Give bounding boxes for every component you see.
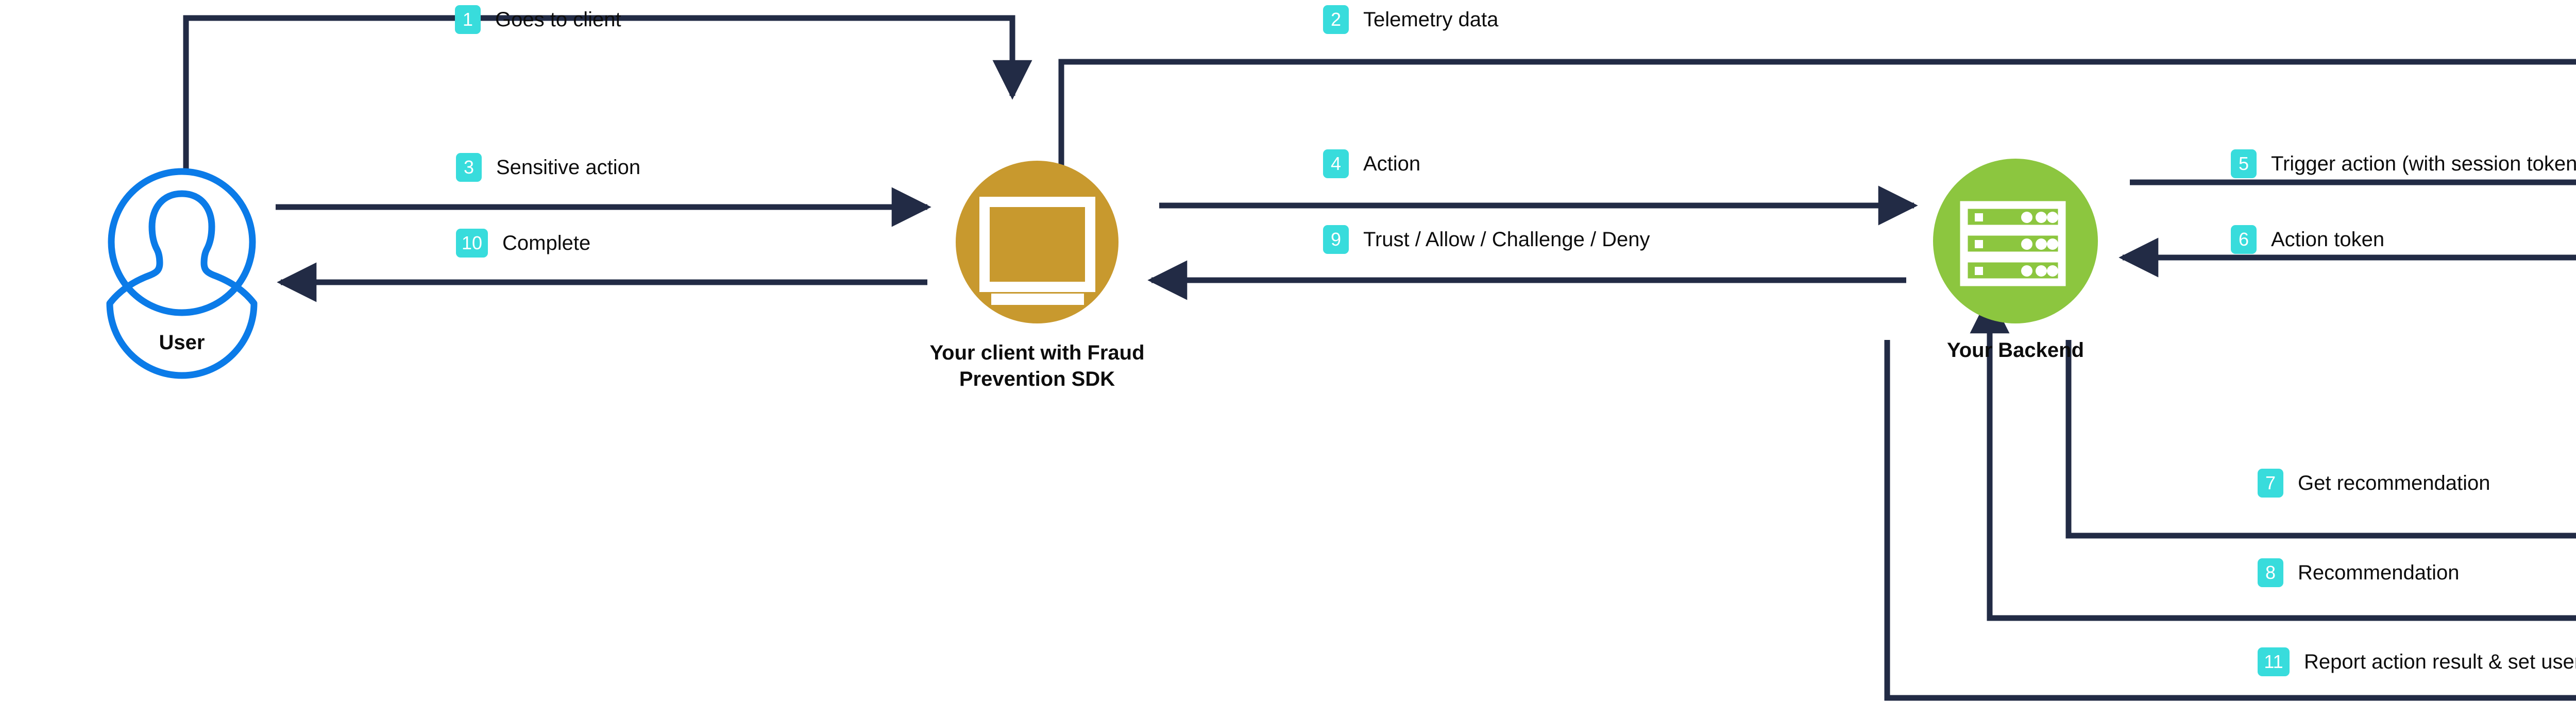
step-10-badge: 10 (456, 229, 488, 258)
step-6-badge: 6 (2231, 225, 2257, 254)
step-6-label: Action token (2271, 228, 2385, 251)
step-3-label: Sensitive action (496, 156, 641, 179)
step-10-label: Complete (502, 231, 591, 254)
step-7: 7 Get recommendation (2258, 469, 2490, 498)
step-9-badge: 9 (1323, 225, 1349, 254)
step-4-label: Action (1363, 152, 1421, 175)
step-11-label: Report action result & set user (2304, 650, 2576, 673)
step-1: 1 Goes to client (455, 5, 621, 34)
step-1-label: Goes to client (495, 8, 621, 31)
step-9-label: Trust / Allow / Challenge / Deny (1363, 228, 1650, 251)
step-8-label: Recommendation (2298, 561, 2460, 584)
step-8-badge: 8 (2258, 558, 2283, 587)
step-4-badge: 4 (1323, 149, 1349, 178)
node-label-client: Your client with Fraud Prevention SDK (929, 341, 1145, 391)
step-7-label: Get recommendation (2298, 471, 2490, 494)
user-avatar-icon (106, 168, 258, 379)
step-9: 9 Trust / Allow / Challenge / Deny (1323, 225, 1650, 254)
step-2: 2 Telemetry data (1323, 5, 1498, 34)
step-10: 10 Complete (456, 229, 590, 258)
server-rack-icon (1933, 159, 2098, 323)
connector-1-goes-to-client (183, 15, 1032, 173)
connector-2-telemetry-data (1058, 59, 2576, 173)
desktop-monitor-icon (956, 161, 1118, 323)
step-2-label: Telemetry data (1363, 8, 1499, 31)
step-2-badge: 2 (1323, 5, 1349, 34)
step-11: 11 Report action result & set user (2258, 647, 2576, 676)
node-label-user: User (159, 331, 205, 354)
node-label-backend: Your Backend (1947, 339, 2084, 362)
connector-11-report-action-result (1884, 340, 2576, 701)
step-6: 6 Action token (2231, 225, 2384, 254)
connector-7-get-recommendation (2065, 340, 2576, 539)
step-7-badge: 7 (2258, 469, 2283, 498)
step-4: 4 Action (1323, 149, 1420, 178)
step-5-badge: 5 (2231, 149, 2257, 178)
connector-8-recommendation (1970, 294, 2576, 621)
step-8: 8 Recommendation (2258, 558, 2460, 587)
step-1-badge: 1 (455, 5, 481, 34)
step-11-badge: 11 (2258, 647, 2290, 676)
step-5-label: Trigger action (with session token) (2271, 152, 2576, 175)
step-3-badge: 3 (456, 153, 482, 182)
step-5: 5 Trigger action (with session token) (2231, 149, 2576, 178)
step-3: 3 Sensitive action (456, 153, 640, 182)
